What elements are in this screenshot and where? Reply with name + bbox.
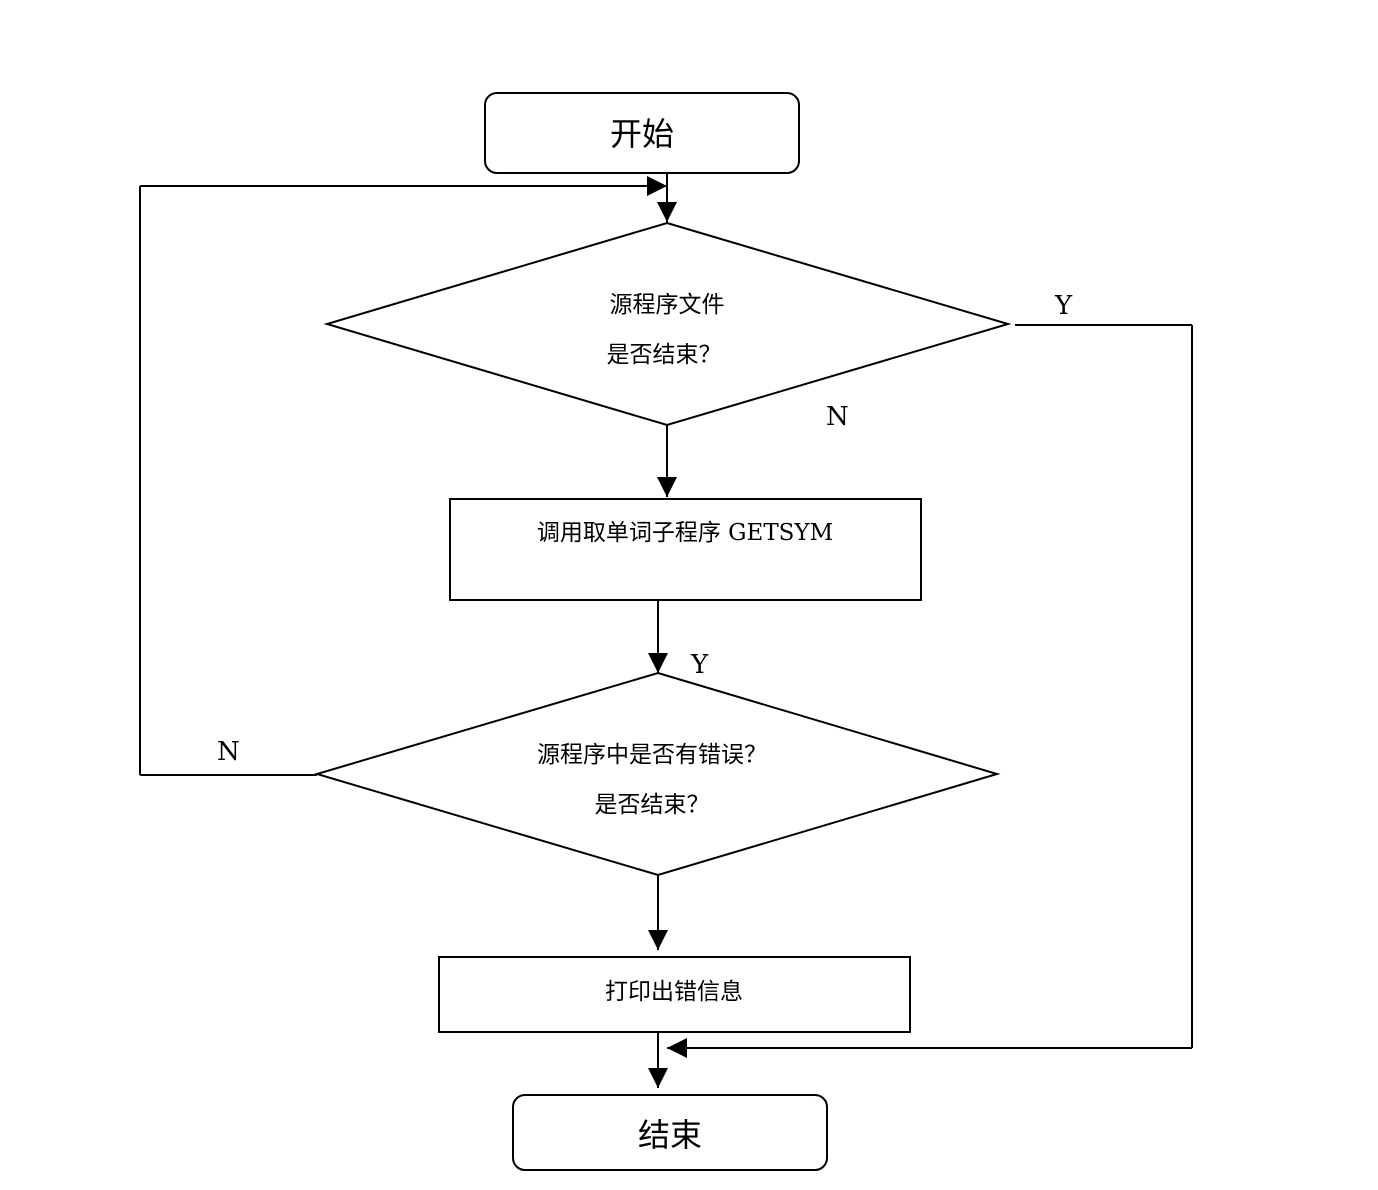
decision1-label-line1: 源程序文件 [610,292,725,318]
start-label: 开始 [610,115,674,153]
process-print-error [438,956,911,1033]
end-node [512,1094,828,1171]
decision2-diamond [313,671,1001,877]
decision2-yes-label: Y [690,650,709,680]
decision1-label-line2: 是否结束？ [607,342,722,368]
process-print-error-label: 打印出错信息 [605,979,743,1005]
process-getsym [449,498,922,601]
process-getsym-label: 调用取单词子程序 GETSYM [537,520,833,546]
decision2-label-line2: 是否结束？ [595,792,710,818]
decision1-yes-label: Y [1054,291,1073,321]
decision2-label-line1: 源程序中是否有错误？ [537,742,767,768]
start-node [484,92,800,174]
decision1-no-label: N [826,402,849,432]
decision1-diamond [323,221,1012,427]
end-label: 结束 [638,1116,702,1154]
decision2-no-label: N [217,737,240,767]
